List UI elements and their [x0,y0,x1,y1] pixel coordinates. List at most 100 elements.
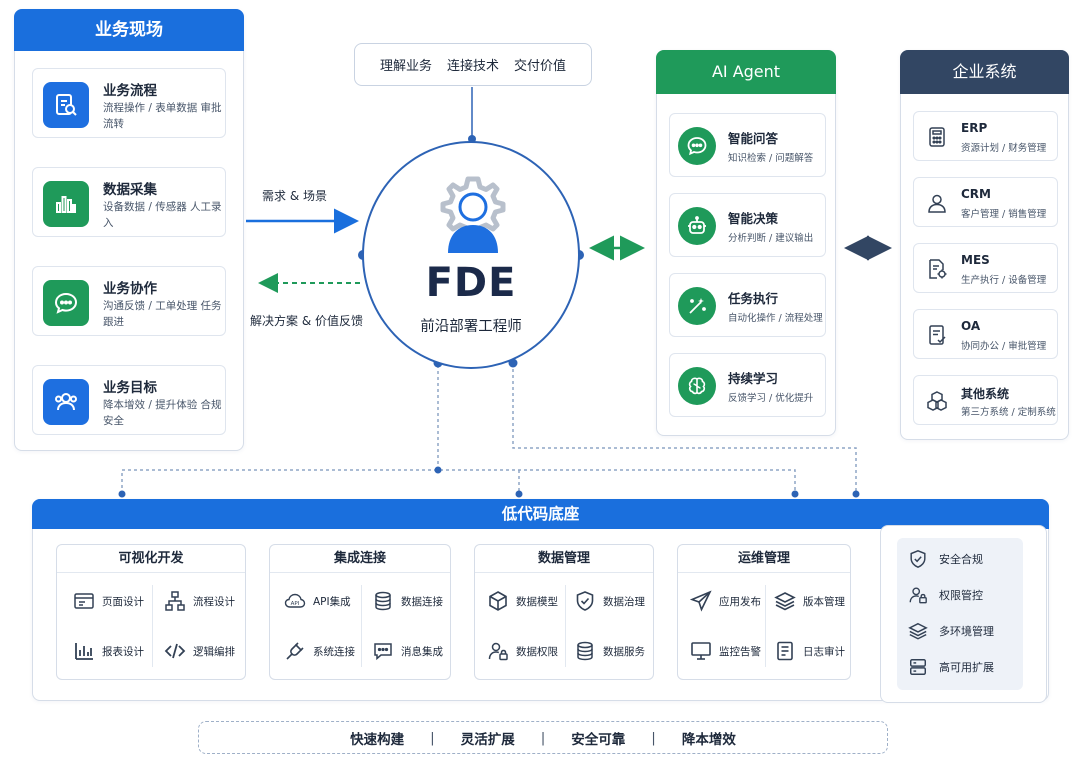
item-monitoring-alert[interactable]: 监控告警 [690,637,761,665]
chat-icon [678,127,716,165]
item-multi-env[interactable]: 多环境管理 [907,618,994,644]
log-icon [774,640,796,662]
business-panel: 业务现场 业务流程 流程操作 / 表单数据 审批流转 数据采集 设备数据 / 传… [14,9,244,451]
enterprise-card-desc: 资源计划 / 财务管理 [961,143,1047,154]
business-card-process[interactable]: 业务流程 流程操作 / 表单数据 审批流转 [32,68,226,138]
item-label: 高可用扩展 [939,661,994,674]
report-chart-icon [73,640,95,662]
database-icon [372,590,394,612]
group-integration: 集成连接 API API集成 数据连接 系统连接 消息集成 [269,544,451,680]
agent-card-desc: 知识检索 / 问题解答 [728,153,814,164]
benefit-item: 快速构建 [350,731,405,748]
item-data-permission[interactable]: 数据权限 [487,637,558,665]
lowcode-title: 低代码底座 [32,499,1049,529]
value-tag: 连接技术 [446,59,499,74]
document-search-icon [43,82,89,128]
item-version-management[interactable]: 版本管理 [774,587,845,615]
business-panel-title: 业务现场 [14,9,244,51]
item-app-release[interactable]: 应用发布 [690,587,761,615]
users-icon [43,379,89,425]
enterprise-card-oa[interactable]: OA 协同办公 / 审批管理 [913,309,1058,359]
item-page-design[interactable]: 页面设计 [73,587,144,615]
value-tag: 交付价值 [514,59,567,74]
shield-check-icon [907,548,929,570]
item-label: 报表设计 [102,645,144,658]
item-label: 数据治理 [603,595,645,608]
value-tags: 理解业务 连接技术 交付价值 [354,43,592,86]
enterprise-card-crm[interactable]: CRM 客户管理 / 销售管理 [913,177,1058,227]
item-label: 安全合规 [939,553,983,566]
bar-chart-icon [43,181,89,227]
item-data-connection[interactable]: 数据连接 [372,587,443,615]
business-card-title: 业务流程 [103,83,157,99]
business-card-desc: 降本增效 / 提升体验 合规安全 [103,399,222,427]
fde-hub[interactable]: FDE 前沿部署工程师 [362,141,580,369]
svg-text:API: API [291,601,300,607]
business-card-data-collection[interactable]: 数据采集 设备数据 / 传感器 人工录入 [32,167,226,237]
item-logic-orchestration[interactable]: 逻辑编排 [164,637,235,665]
enterprise-card-desc: 客户管理 / 销售管理 [961,209,1047,220]
enterprise-card-title: 其他系统 [961,387,1010,401]
item-system-connection[interactable]: 系统连接 [284,637,355,665]
item-data-model[interactable]: 数据模型 [487,587,558,615]
magic-wand-icon [678,287,716,325]
group-visual-dev: 可视化开发 页面设计 流程设计 报表设计 逻辑编排 [56,544,246,680]
enterprise-card-desc: 第三方系统 / 定制系统 [961,407,1056,418]
business-card-title: 数据采集 [103,182,157,198]
item-data-governance[interactable]: 数据治理 [574,587,645,615]
item-permission-control[interactable]: 权限管控 [907,582,983,608]
business-card-collaboration[interactable]: 业务协作 沟通反馈 / 工单处理 任务跟进 [32,266,226,336]
business-card-title: 业务目标 [103,380,157,396]
business-card-goals[interactable]: 业务目标 降本增效 / 提升体验 合规安全 [32,365,226,435]
database-icon [574,640,596,662]
item-label: API集成 [313,595,351,608]
item-log-audit[interactable]: 日志审计 [774,637,845,665]
item-label: 页面设计 [102,595,144,608]
item-data-service[interactable]: 数据服务 [574,637,645,665]
item-high-availability[interactable]: 高可用扩展 [907,654,994,680]
fde-title: FDE [425,260,517,306]
benefit-item: 降本增效 [681,731,736,748]
item-label: 权限管控 [939,589,983,602]
enterprise-card-mes[interactable]: MES 生产执行 / 设备管理 [913,243,1058,293]
item-security-compliance[interactable]: 安全合规 [907,546,983,572]
robot-icon [678,207,716,245]
item-label: 监控告警 [719,645,761,658]
enterprise-card-title: CRM [961,187,991,201]
chat-bubble-icon [43,280,89,326]
item-label: 版本管理 [803,595,845,608]
business-card-title: 业务协作 [103,281,157,297]
api-cloud-icon: API [284,590,306,612]
layers-icon [907,620,929,642]
item-label: 系统连接 [313,645,355,658]
brain-icon [678,367,716,405]
group-title: 集成连接 [270,545,450,573]
calculator-icon [923,123,951,151]
item-label: 流程设计 [193,595,235,608]
enterprise-card-desc: 生产执行 / 设备管理 [961,275,1047,286]
user-lock-icon [487,640,509,662]
item-report-design[interactable]: 报表设计 [73,637,144,665]
enterprise-card-other[interactable]: 其他系统 第三方系统 / 定制系统 [913,375,1058,425]
item-label: 逻辑编排 [193,645,235,658]
demand-label: 需求 & 场景 [262,189,327,203]
enterprise-panel-title: 企业系统 [900,50,1069,94]
enterprise-card-title: ERP [961,121,988,135]
agent-card-learning[interactable]: 持续学习 反馈学习 / 优化提升 [669,353,826,417]
business-card-desc: 流程操作 / 表单数据 审批流转 [103,102,222,130]
enterprise-card-erp[interactable]: ERP 资源计划 / 财务管理 [913,111,1058,161]
agent-card-qa[interactable]: 智能问答 知识检索 / 问题解答 [669,113,826,177]
group-operations: 运维管理 应用发布 版本管理 监控告警 日志审计 [677,544,851,680]
business-card-desc: 设备数据 / 传感器 人工录入 [103,201,222,229]
agent-card-execution[interactable]: 任务执行 自动化操作 / 流程处理 [669,273,826,337]
enterprise-card-desc: 协同办公 / 审批管理 [961,341,1047,352]
agent-card-decision[interactable]: 智能决策 分析判断 / 建议输出 [669,193,826,257]
item-flow-design[interactable]: 流程设计 [164,587,235,615]
item-api-integration[interactable]: API API集成 [284,587,351,615]
item-label: 数据模型 [516,595,558,608]
business-card-desc: 沟通反馈 / 工单处理 任务跟进 [103,300,222,328]
benefit-item: 灵活扩展 [460,731,515,748]
item-label: 日志审计 [803,645,845,658]
value-tag: 理解业务 [379,59,432,74]
item-message-integration[interactable]: 消息集成 [372,637,443,665]
